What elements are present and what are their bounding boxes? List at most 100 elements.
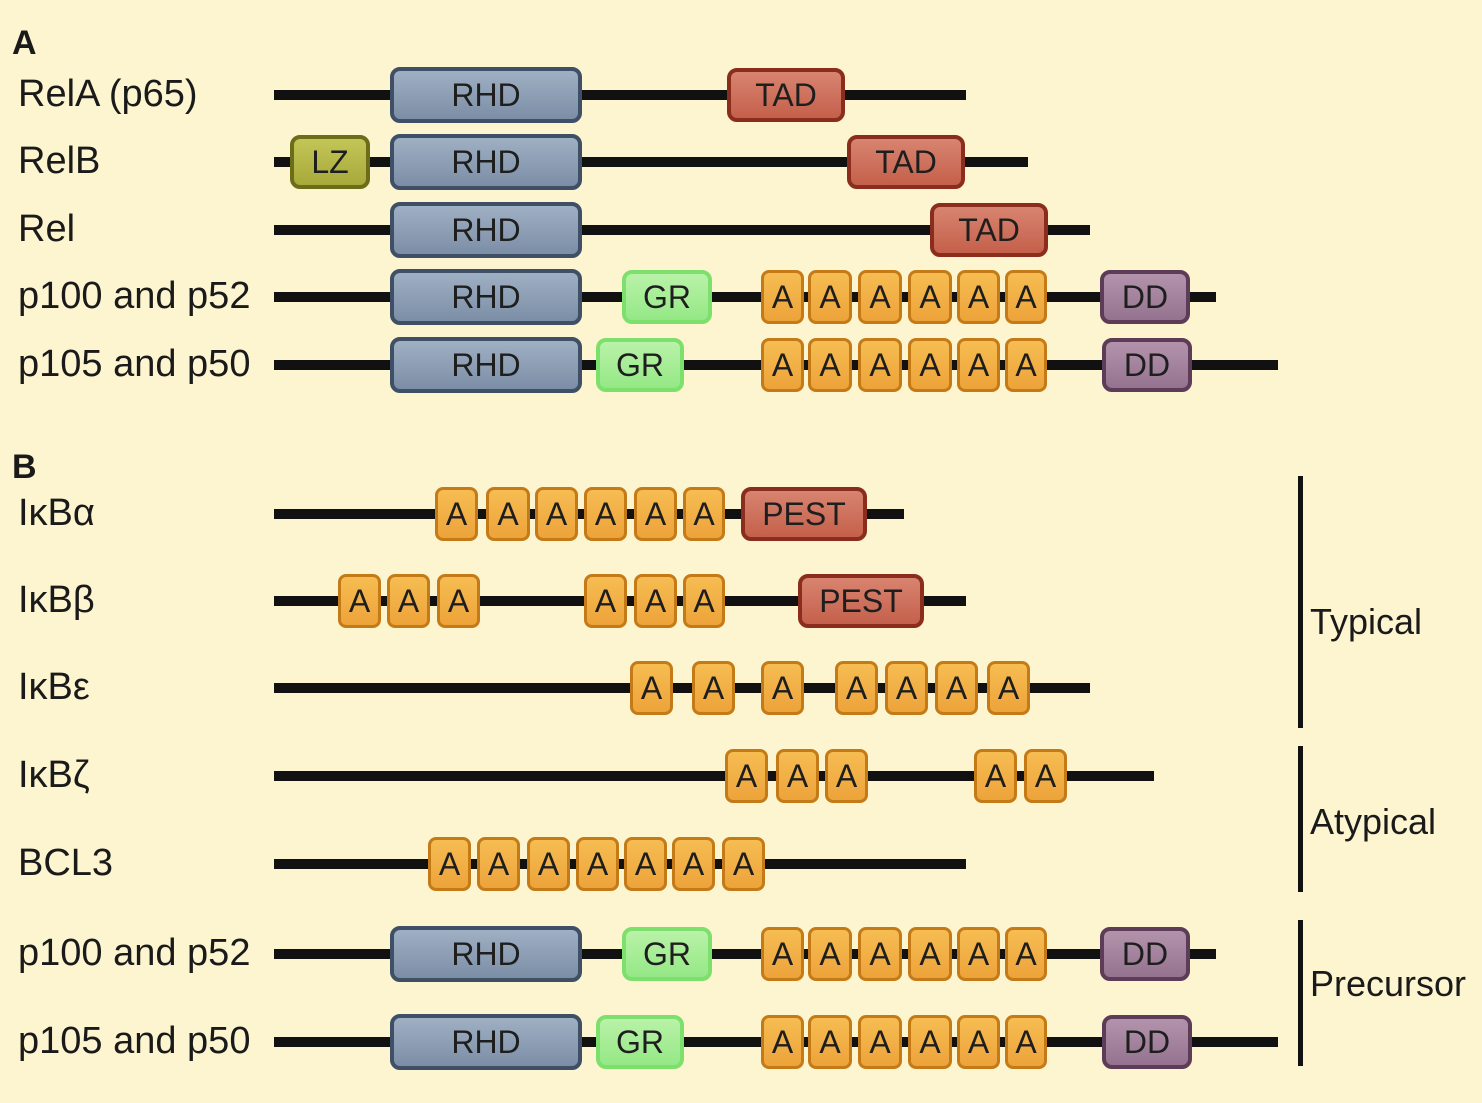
domain-rhd: RHD xyxy=(390,926,582,982)
domain-lz: LZ xyxy=(290,135,370,189)
domain-a: A xyxy=(808,338,852,392)
domain-rhd: RHD xyxy=(390,1014,582,1070)
row-label-p100-and-p52-3: p100 and p52 xyxy=(18,275,251,317)
row-label-relb-1: RelB xyxy=(18,140,101,182)
domain-a: A xyxy=(808,270,852,324)
domain-rhd: RHD xyxy=(390,269,582,325)
row-label-i-b-5: IκBα xyxy=(18,492,95,534)
domain-a: A xyxy=(908,927,952,981)
domain-a: A xyxy=(387,574,430,628)
domain-a: A xyxy=(435,487,478,541)
domain-gr: GR xyxy=(596,1015,684,1069)
protein-backbone xyxy=(274,225,1090,235)
domain-a: A xyxy=(584,487,627,541)
domain-rhd: RHD xyxy=(390,67,582,123)
domain-dd: DD xyxy=(1100,270,1190,324)
row-label-i-b-7: IκBε xyxy=(18,666,90,708)
domain-a: A xyxy=(437,574,480,628)
domain-a: A xyxy=(974,749,1017,803)
domain-a: A xyxy=(835,661,878,715)
row-label-i-b-8: IκBζ xyxy=(18,754,90,796)
domain-a: A xyxy=(630,661,673,715)
domain-a: A xyxy=(957,270,1000,324)
domain-a: A xyxy=(722,837,765,891)
row-label-p105-and-p50-4: p105 and p50 xyxy=(18,343,251,385)
row-label-i-b-6: IκBβ xyxy=(18,579,95,621)
domain-a: A xyxy=(761,661,804,715)
domain-a: A xyxy=(692,661,735,715)
domain-a: A xyxy=(1005,927,1047,981)
domain-a: A xyxy=(338,574,381,628)
domain-a: A xyxy=(624,837,667,891)
domain-a: A xyxy=(1005,1015,1047,1069)
domain-a: A xyxy=(725,749,768,803)
domain-a: A xyxy=(761,1015,804,1069)
domain-a: A xyxy=(535,487,578,541)
domain-a: A xyxy=(776,749,819,803)
protein-backbone xyxy=(274,949,1216,959)
domain-a: A xyxy=(957,927,1000,981)
protein-backbone xyxy=(274,859,966,869)
domain-a: A xyxy=(486,487,530,541)
domain-a: A xyxy=(477,837,520,891)
domain-a: A xyxy=(908,270,952,324)
domain-dd: DD xyxy=(1102,338,1192,392)
protein-backbone xyxy=(274,292,1216,302)
domain-pest: PEST xyxy=(798,574,924,628)
domain-a: A xyxy=(634,574,677,628)
domain-a: A xyxy=(1024,749,1067,803)
domain-a: A xyxy=(858,1015,902,1069)
domain-rhd: RHD xyxy=(390,134,582,190)
domain-a: A xyxy=(1005,338,1047,392)
group-label-precursor: Precursor xyxy=(1310,963,1467,1004)
domain-a: A xyxy=(683,574,725,628)
domain-rhd: RHD xyxy=(390,337,582,393)
domain-tad: TAD xyxy=(727,68,845,122)
domain-tad: TAD xyxy=(930,203,1048,257)
domain-a: A xyxy=(935,661,978,715)
row-label-p105-and-p50-11: p105 and p50 xyxy=(18,1020,251,1062)
protein-backbone xyxy=(274,683,1090,693)
domain-a: A xyxy=(584,574,627,628)
row-label-rela-p65-0: RelA (p65) xyxy=(18,73,198,115)
domain-a: A xyxy=(858,338,902,392)
domain-a: A xyxy=(908,338,952,392)
protein-backbone xyxy=(274,771,1154,781)
domain-tad: TAD xyxy=(847,135,965,189)
protein-backbone xyxy=(274,90,966,100)
domain-a: A xyxy=(908,1015,952,1069)
domain-pest: PEST xyxy=(741,487,867,541)
domain-a: A xyxy=(428,837,471,891)
row-label-rel-2: Rel xyxy=(18,208,76,250)
protein-backbone xyxy=(274,157,1028,167)
domain-a: A xyxy=(683,487,725,541)
domain-a: A xyxy=(634,487,677,541)
domain-a: A xyxy=(825,749,868,803)
panel-label-a: A xyxy=(12,24,37,62)
domain-a: A xyxy=(761,927,804,981)
domain-gr: GR xyxy=(596,338,684,392)
row-label-p100-and-p52-10: p100 and p52 xyxy=(18,932,251,974)
domain-a: A xyxy=(808,1015,852,1069)
panel-label-b: B xyxy=(12,448,37,486)
group-label-typical: Typical xyxy=(1310,601,1423,642)
domain-rhd: RHD xyxy=(390,202,582,258)
domain-dd: DD xyxy=(1102,1015,1192,1069)
group-bracket-atypical xyxy=(1298,746,1303,892)
domain-gr: GR xyxy=(622,270,712,324)
domain-a: A xyxy=(576,837,619,891)
domain-a: A xyxy=(957,338,1000,392)
domain-a: A xyxy=(885,661,928,715)
domain-a: A xyxy=(527,837,570,891)
domain-a: A xyxy=(858,270,902,324)
domain-a: A xyxy=(1005,270,1047,324)
domain-a: A xyxy=(761,270,804,324)
group-label-atypical: Atypical xyxy=(1310,801,1437,842)
domain-a: A xyxy=(761,338,804,392)
domain-gr: GR xyxy=(622,927,712,981)
domain-a: A xyxy=(957,1015,1000,1069)
domain-a: A xyxy=(987,661,1030,715)
row-label-bcl3-9: BCL3 xyxy=(18,842,114,884)
domain-a: A xyxy=(672,837,715,891)
